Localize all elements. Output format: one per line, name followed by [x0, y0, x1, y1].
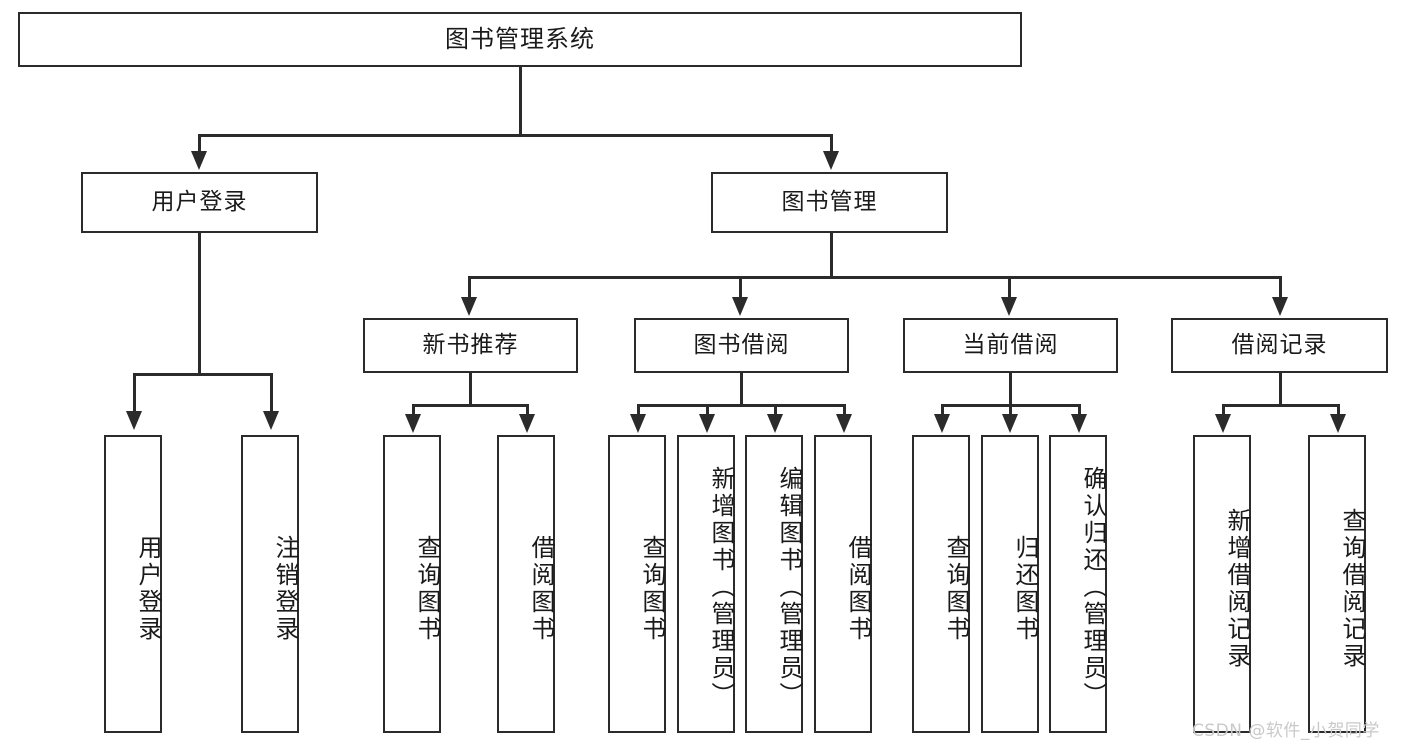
node-label: 图书管理	[781, 188, 878, 215]
arrow-to-current-leaf-2	[1002, 414, 1018, 433]
connector-record-drop-1	[1222, 404, 1225, 416]
leaf-label: 查询图书	[413, 535, 441, 643]
node-label: 当前借阅	[962, 331, 1059, 358]
leaf-label: 新增图书（管理员）	[707, 465, 735, 709]
connector-user-login-drop-2	[270, 373, 273, 413]
connector-book-manage-drop-1	[468, 276, 471, 300]
leaf-borrow-edit-book-admin[interactable]: 编辑图书（管理员）	[745, 435, 803, 733]
leaf-current-query-book[interactable]: 查询图书	[912, 435, 970, 733]
arrow-to-recommend-leaf-2	[519, 414, 535, 433]
leaf-borrow-query-book[interactable]: 查询图书	[608, 435, 666, 733]
arrow-to-current-leaf-1	[934, 414, 950, 433]
leaf-label: 借阅图书	[527, 535, 555, 643]
leaf-current-confirm-return-admin[interactable]: 确认归还（管理员）	[1049, 435, 1107, 733]
node-borrow-record[interactable]: 借阅记录	[1171, 318, 1388, 373]
connector-borrow-drop-1	[637, 404, 640, 416]
arrow-to-borrow-leaf-4	[836, 414, 852, 433]
connector-book-manage-drop-2	[739, 276, 742, 300]
connector-borrow-stem	[740, 373, 743, 405]
connector-borrow-drop-2	[706, 404, 709, 416]
arrow-to-book-manage	[823, 151, 839, 170]
connector-recommend-drop-2	[526, 404, 529, 416]
node-new-book-recommend[interactable]: 新书推荐	[363, 318, 578, 373]
leaf-record-add-record[interactable]: 新增借阅记录	[1193, 435, 1251, 733]
leaf-logout[interactable]: 注销登录	[241, 435, 299, 733]
leaf-label: 查询借阅记录	[1338, 508, 1366, 670]
connector-current-drop-3	[1078, 404, 1081, 416]
leaf-borrow-borrow-book[interactable]: 借阅图书	[814, 435, 872, 733]
watermark-text: CSDN @软件_小贺同学	[1192, 721, 1380, 741]
connector-record-drop-2	[1337, 404, 1340, 416]
leaf-label: 归还图书	[1011, 535, 1039, 643]
connector-book-manage-bar	[468, 276, 1281, 279]
arrow-to-current-borrow	[1001, 297, 1017, 316]
leaf-label: 查询图书	[638, 535, 666, 643]
arrow-to-borrow-leaf-1	[630, 414, 646, 433]
leaf-label: 借阅图书	[844, 535, 872, 643]
node-label: 图书管理系统	[445, 25, 595, 54]
connector-book-manage-drop-3	[1008, 276, 1011, 300]
arrow-to-leaf-logout	[263, 411, 279, 430]
arrow-to-recommend-leaf-1	[405, 414, 421, 433]
connector-recommend-drop-1	[412, 404, 415, 416]
node-user-login[interactable]: 用户登录	[81, 172, 318, 233]
arrow-to-user-login	[191, 151, 207, 170]
leaf-label: 注销登录	[271, 535, 299, 643]
leaf-current-return-book[interactable]: 归还图书	[981, 435, 1039, 733]
arrow-to-current-leaf-3	[1071, 414, 1087, 433]
leaf-record-query-record[interactable]: 查询借阅记录	[1308, 435, 1366, 733]
connector-current-drop-1	[941, 404, 944, 416]
connector-root-stem	[519, 67, 522, 135]
connector-borrow-drop-4	[843, 404, 846, 416]
node-book-manage[interactable]: 图书管理	[711, 172, 948, 233]
leaf-recommend-borrow-book[interactable]: 借阅图书	[497, 435, 555, 733]
leaf-label: 新增借阅记录	[1223, 508, 1251, 670]
leaf-label: 编辑图书（管理员）	[775, 465, 803, 709]
connector-user-login-stem	[198, 233, 201, 375]
arrow-to-record-leaf-2	[1330, 414, 1346, 433]
connector-user-login-bar	[133, 373, 270, 376]
connector-recommend-stem	[469, 373, 472, 405]
arrow-to-borrow-record	[1272, 297, 1288, 316]
connector-borrow-bar	[637, 404, 846, 407]
leaf-label: 查询图书	[942, 535, 970, 643]
arrow-to-new-book-recommend	[461, 297, 477, 316]
arrow-to-borrow-leaf-3	[767, 414, 783, 433]
leaf-label: 用户登录	[134, 535, 162, 643]
leaf-borrow-add-book-admin[interactable]: 新增图书（管理员）	[677, 435, 735, 733]
arrow-to-borrow-leaf-2	[699, 414, 715, 433]
arrow-to-leaf-user-login	[126, 411, 142, 430]
node-current-borrow[interactable]: 当前借阅	[903, 318, 1118, 373]
node-label: 用户登录	[151, 188, 248, 215]
arrow-to-book-borrow	[732, 297, 748, 316]
connector-book-manage-stem	[830, 233, 833, 278]
node-root-system[interactable]: 图书管理系统	[18, 12, 1022, 67]
connector-root-bar	[198, 134, 832, 137]
node-label: 借阅记录	[1231, 331, 1328, 358]
connector-current-stem	[1009, 373, 1012, 405]
arrow-to-record-leaf-1	[1215, 414, 1231, 433]
node-book-borrow[interactable]: 图书借阅	[634, 318, 849, 373]
leaf-label: 确认归还（管理员）	[1079, 465, 1107, 709]
connector-borrow-drop-3	[774, 404, 777, 416]
node-label: 图书借阅	[693, 331, 790, 358]
leaf-recommend-query-book[interactable]: 查询图书	[383, 435, 441, 733]
connector-book-manage-drop-4	[1279, 276, 1282, 300]
connector-user-login-drop-1	[133, 373, 136, 413]
connector-root-drop-left	[198, 134, 201, 154]
connector-current-drop-2	[1009, 404, 1012, 416]
connector-recommend-bar	[412, 404, 528, 407]
connector-root-drop-right	[830, 134, 833, 154]
connector-record-stem	[1279, 373, 1282, 405]
connector-record-bar	[1222, 404, 1339, 407]
leaf-user-login[interactable]: 用户登录	[104, 435, 162, 733]
node-label: 新书推荐	[422, 331, 519, 358]
